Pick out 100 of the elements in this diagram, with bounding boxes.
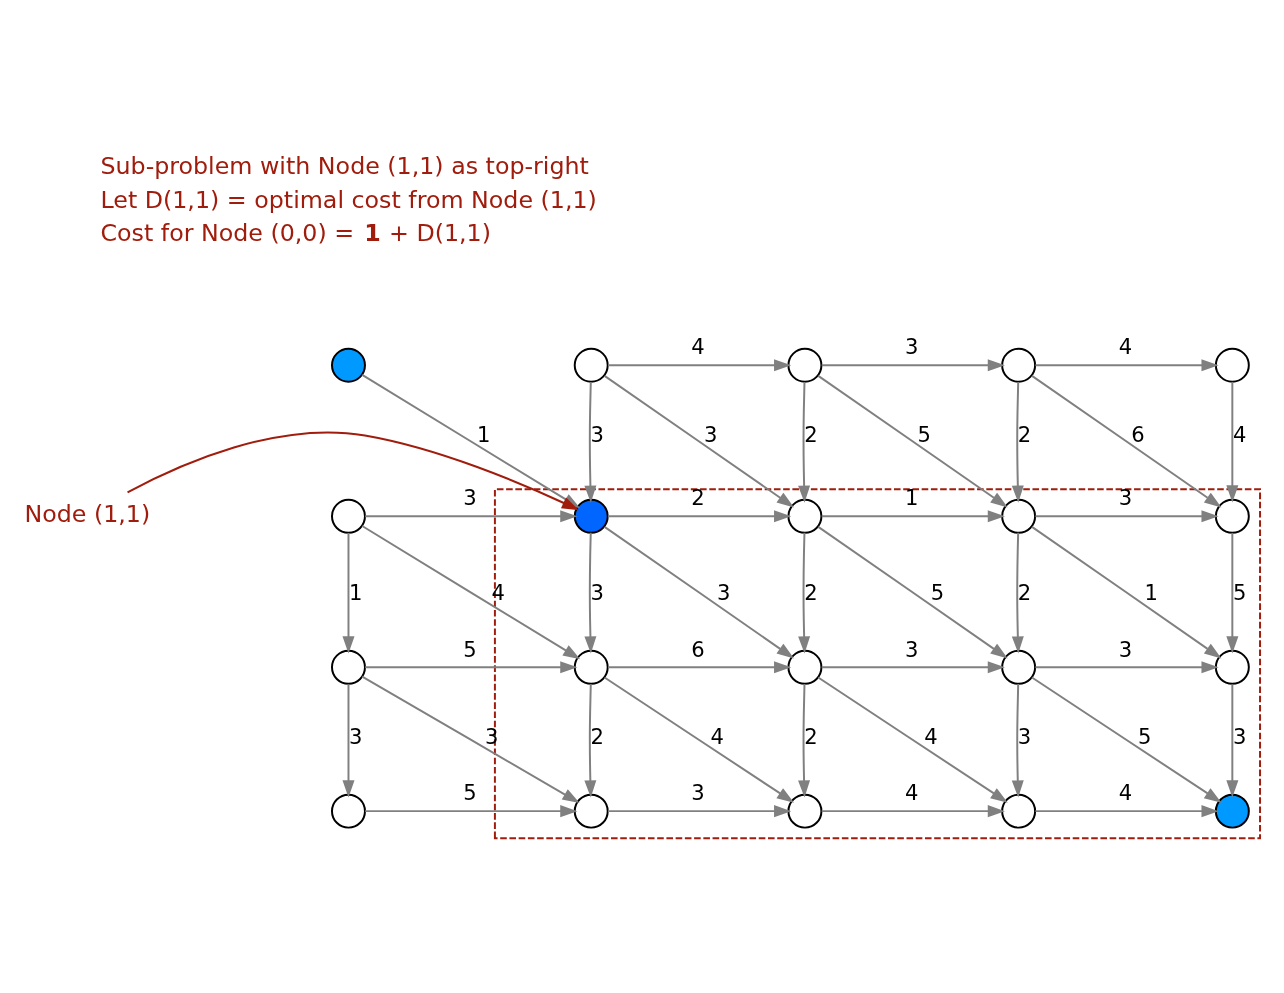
label: Sub-problem with Node (1,1) as top-right — [100, 151, 589, 180]
arrow — [342, 683, 355, 798]
arrow — [1226, 683, 1239, 798]
arrow — [1034, 661, 1219, 674]
arrow — [1011, 381, 1024, 503]
edge-label: 6 — [1131, 422, 1145, 448]
edge-label: 3 — [1232, 724, 1247, 750]
edge-label: 1 — [905, 485, 919, 511]
arrow — [607, 510, 792, 523]
arrow — [364, 661, 578, 674]
node-circle — [1001, 793, 1037, 829]
node-circle — [1001, 347, 1037, 383]
edge-label: 2 — [804, 724, 818, 750]
edge-label: 5 — [463, 780, 477, 806]
edge-label: 3 — [590, 580, 604, 606]
edge-label: 2 — [1017, 580, 1032, 606]
arrow — [820, 805, 1005, 818]
node-circle — [787, 793, 823, 829]
arrow — [817, 676, 1008, 803]
node-circle — [573, 793, 609, 829]
arrow — [1031, 374, 1222, 508]
node-circle — [1214, 649, 1250, 685]
edge-label: 3 — [1118, 636, 1133, 662]
arrow — [364, 805, 578, 818]
arrow — [603, 525, 795, 659]
node-circle — [573, 498, 609, 534]
arrow — [820, 359, 1005, 372]
arrow — [607, 359, 792, 372]
arrow — [584, 381, 597, 503]
label: Let D(1,1) = optimal cost from Node (1,1) — [100, 186, 597, 215]
edge-label: 4 — [1232, 422, 1247, 448]
arrow — [1011, 683, 1024, 798]
arrow — [798, 381, 811, 503]
edge-label: 2 — [590, 724, 604, 750]
arrow — [1011, 531, 1024, 654]
label: Cost for Node (0,0) = 1 + D(1,1) — [100, 219, 491, 248]
node-circle — [787, 347, 823, 383]
arrow — [1226, 380, 1239, 503]
edge-label: 2 — [804, 422, 818, 448]
edge-label: 1 — [349, 580, 363, 606]
arrow — [342, 531, 355, 654]
node-circle — [1001, 649, 1037, 685]
node-circle — [331, 498, 366, 534]
node-circle — [787, 649, 823, 685]
node-circle — [1214, 498, 1250, 534]
edge-label: 3 — [717, 580, 731, 606]
arrow — [603, 676, 795, 803]
node-circle — [1214, 793, 1250, 829]
edge-label: 4 — [905, 780, 919, 806]
edge-label: 3 — [590, 422, 604, 448]
node-circle — [1001, 498, 1037, 534]
arrow — [364, 510, 578, 523]
node-circle — [331, 793, 366, 829]
edge-label: 2 — [691, 485, 705, 511]
node-text: Node (1,1) — [24, 500, 151, 529]
edge-label: 4 — [491, 580, 505, 606]
node-circle — [1214, 347, 1250, 383]
arrow — [603, 374, 795, 508]
edge-label: 4 — [1118, 780, 1133, 806]
edge-label: 3 — [1118, 485, 1133, 511]
edge-label: 4 — [924, 724, 938, 750]
edge-label: 3 — [349, 724, 363, 750]
arrow — [584, 531, 597, 654]
edge-label: 2 — [804, 580, 818, 606]
arrow — [607, 805, 792, 818]
node-circle — [573, 347, 609, 383]
arrow — [1031, 525, 1222, 659]
edge-label: 6 — [691, 636, 705, 662]
node-circle — [787, 498, 823, 534]
edge-label: 3 — [905, 334, 919, 360]
arrow — [820, 661, 1005, 674]
node-circle — [331, 347, 366, 383]
arrow — [361, 675, 580, 804]
edge-label: 2 — [1017, 422, 1032, 448]
arrow — [361, 525, 581, 660]
arrow — [584, 683, 597, 798]
arrow — [1034, 805, 1219, 818]
arrow — [607, 661, 792, 674]
edge-label: 5 — [930, 580, 945, 606]
arrow — [1034, 510, 1219, 523]
arrow — [817, 525, 1008, 659]
edge-label: 3 — [463, 485, 477, 511]
edge-label: 4 — [691, 334, 705, 360]
arrow — [1034, 359, 1219, 372]
arrow — [1226, 531, 1239, 654]
edge-label: 1 — [1144, 580, 1158, 606]
edge-label: 3 — [1017, 724, 1032, 750]
edge-label: 5 — [463, 636, 477, 662]
edge-label: 3 — [703, 422, 718, 448]
edge-label: 5 — [1232, 580, 1247, 606]
edge-label: 3 — [484, 724, 499, 750]
edge-label: 4 — [710, 724, 724, 750]
node-circle — [331, 649, 366, 685]
arrow — [1031, 676, 1222, 803]
edge-label: 3 — [691, 780, 705, 806]
edge-label: 5 — [917, 422, 932, 448]
arrow — [798, 683, 811, 798]
edge-label: 1 — [476, 422, 491, 448]
edge-label: 3 — [905, 636, 919, 662]
node-circle — [573, 649, 609, 685]
